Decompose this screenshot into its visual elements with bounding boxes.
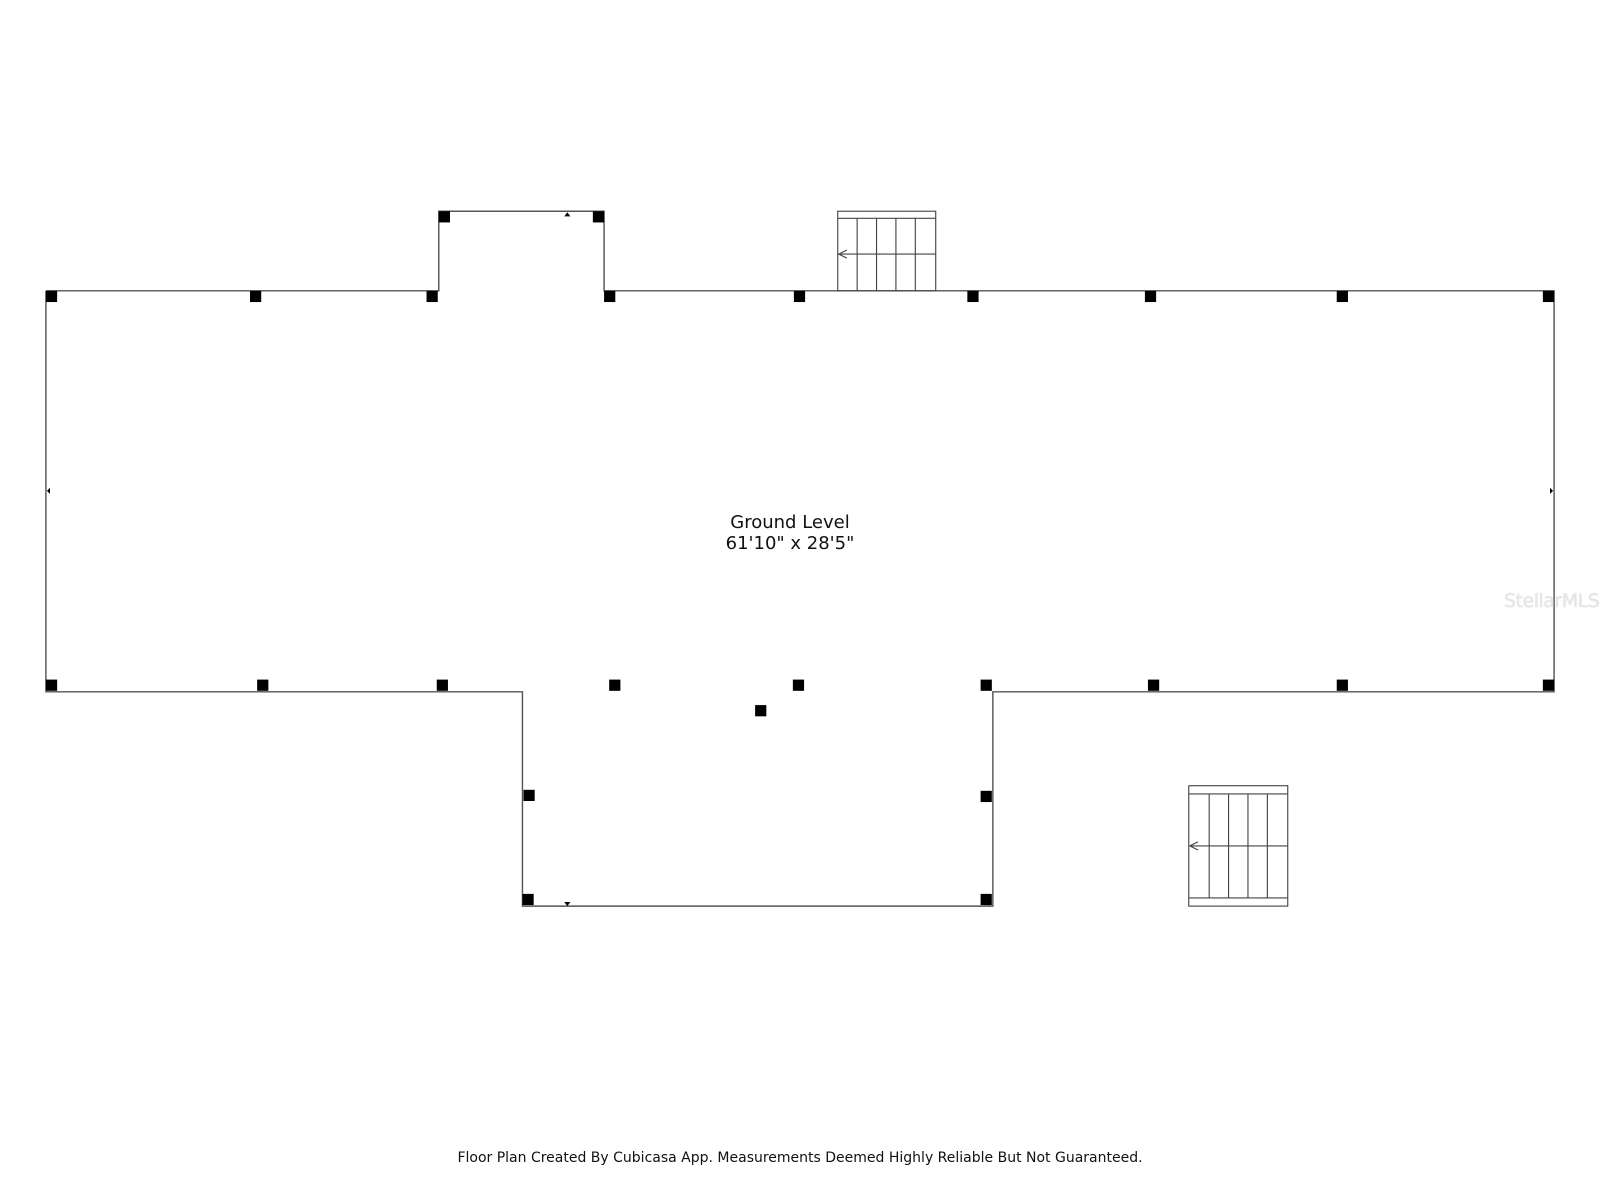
footer-disclaimer: Floor Plan Created By Cubicasa App. Meas… <box>457 1150 1143 1166</box>
stairs-bottom-right-icon <box>1188 785 1289 907</box>
opening-markers <box>46 212 1554 907</box>
room-name: Ground Level <box>730 512 850 533</box>
support-posts <box>45 211 1555 906</box>
watermark: StellarMLS <box>1504 590 1600 612</box>
room-dimensions: 61'10" x 28'5" <box>725 533 855 554</box>
wall-outline <box>45 210 1555 907</box>
stairs-top-icon <box>837 210 937 292</box>
